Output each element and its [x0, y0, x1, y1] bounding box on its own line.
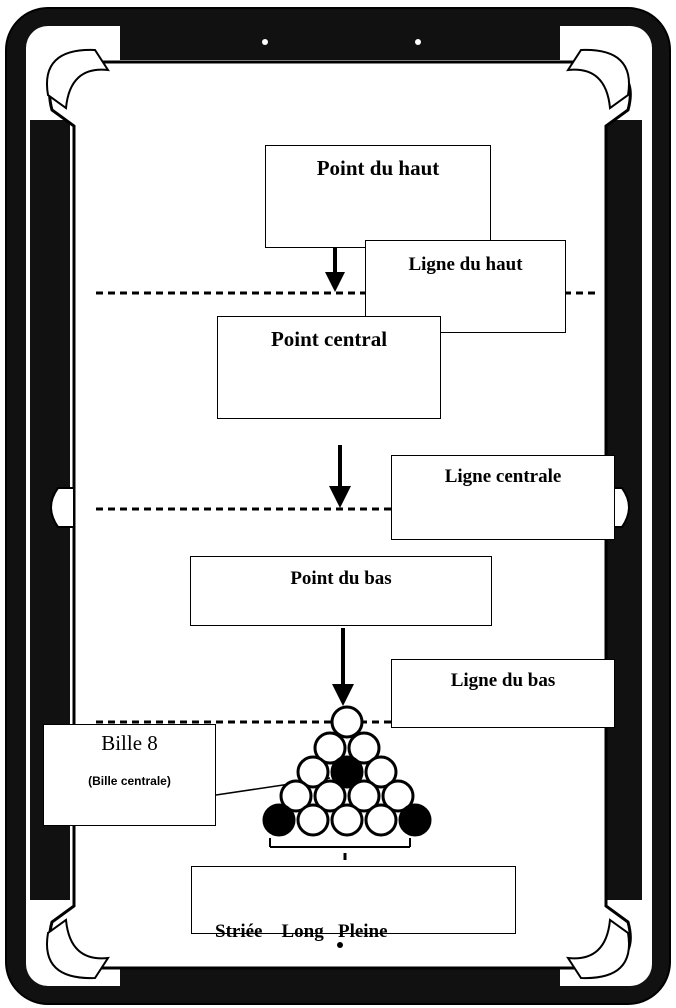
- center-spot-text: Point central: [270, 327, 388, 351]
- center-line-label: Ligne centrale: [391, 455, 615, 540]
- ball: [296, 803, 330, 837]
- pocket-top-left: [46, 48, 110, 110]
- top-spot-text: Point du haut: [316, 156, 440, 180]
- pocket-bottom-right: [566, 918, 630, 980]
- arrow-bottom-spot: [332, 628, 354, 706]
- center-line-text: Ligne centrale: [444, 466, 562, 487]
- top-line-text: Ligne du haut: [408, 254, 523, 275]
- ball-stripe-corner: [262, 803, 296, 837]
- ball8-subtitle: (Bille centrale): [88, 774, 171, 788]
- bottom-spot-text: Point du bas: [290, 568, 392, 589]
- bottom-spot-label: Point du bas: [190, 556, 492, 626]
- ball-types-text: Striée Long Pleine: [215, 921, 388, 942]
- rail-band-top: [120, 26, 560, 60]
- pocket-side-left: [50, 487, 75, 528]
- top-spot-label: Point du haut: [265, 145, 491, 248]
- arrow-top-spot: [325, 248, 345, 292]
- bottom-line-label: Ligne du bas: [391, 659, 615, 728]
- ball: [313, 779, 347, 813]
- arrow-center-spot: [329, 445, 351, 508]
- ball: [296, 755, 330, 789]
- ball: [347, 779, 381, 813]
- bottom-line-text: Ligne du bas: [450, 670, 556, 691]
- pocket-bottom-left: [46, 918, 110, 980]
- diamond-top-right: [415, 39, 421, 45]
- diamond-bottom: [337, 942, 343, 948]
- ball: [330, 803, 364, 837]
- ball: [364, 755, 398, 789]
- ball: [279, 779, 313, 813]
- ball-types-label: Striée Long Pleine: [191, 866, 516, 942]
- ball: [381, 779, 415, 813]
- diamond-top-left: [262, 39, 268, 45]
- ball: [364, 803, 398, 837]
- ball: [347, 731, 381, 765]
- ball-8-center: [330, 755, 364, 789]
- ball: [330, 705, 364, 739]
- ball: [313, 731, 347, 765]
- ball-rack: [262, 705, 432, 837]
- ball8-title: Bille 8: [101, 731, 158, 755]
- center-spot-label: Point central: [217, 316, 441, 419]
- rack-bracket: [269, 838, 411, 860]
- pocket-top-right: [566, 48, 630, 110]
- ball-solid-corner: [398, 803, 432, 837]
- ball8-label: Bille 8 (Bille centrale): [43, 724, 216, 826]
